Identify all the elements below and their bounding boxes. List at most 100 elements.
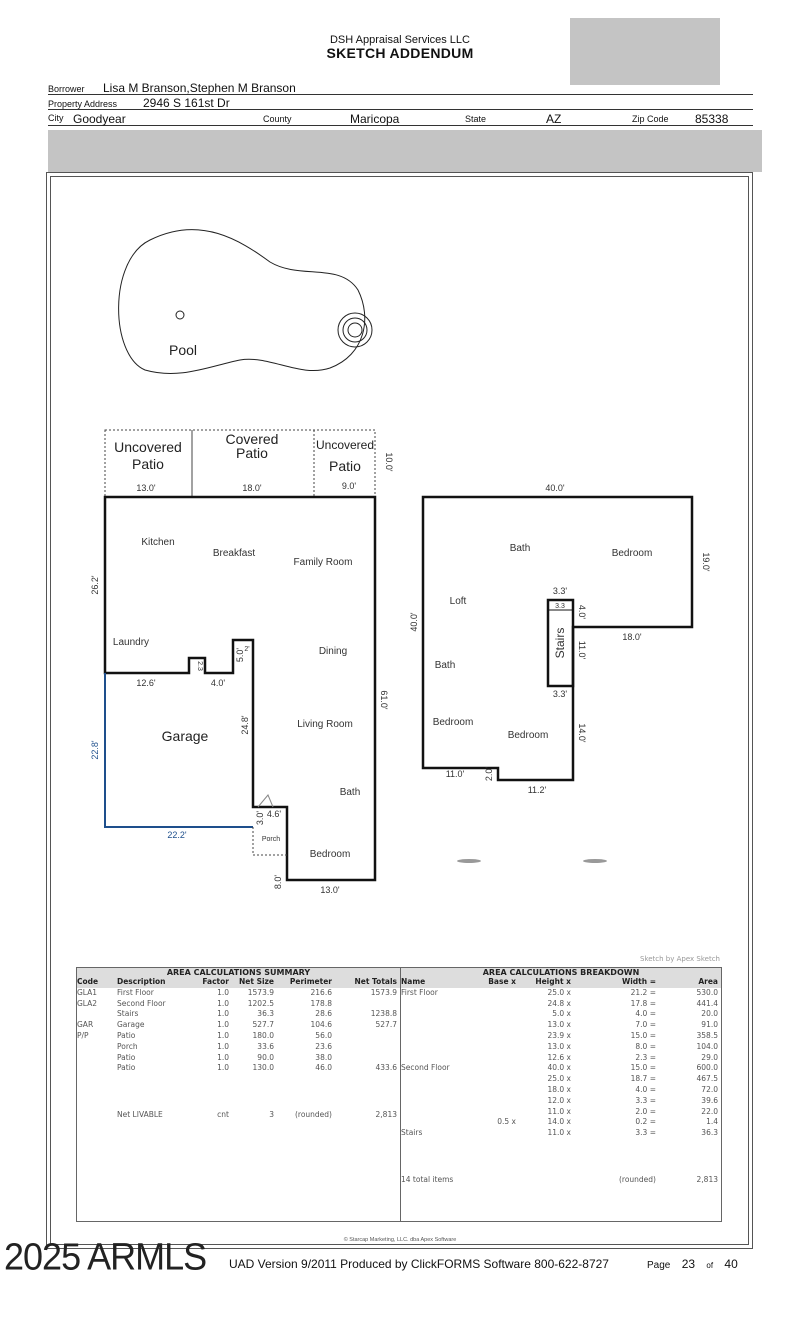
table-cell: 527.7 — [375, 1020, 397, 1030]
table-cell: Patio — [117, 1063, 136, 1073]
smudge-mark — [457, 859, 481, 863]
table-cell: 23.6 — [315, 1041, 332, 1051]
table-cell: Garage — [117, 1020, 145, 1030]
dimension-label: 8.0' — [273, 875, 283, 890]
table-cell: 91.0 — [701, 1020, 718, 1030]
borrower-value: Lisa M Branson,Stephen M Branson — [103, 81, 296, 95]
table-cell: 14 total items — [401, 1174, 454, 1184]
room-label: Bedroom — [508, 730, 549, 741]
table-cell: Second Floor — [401, 1063, 450, 1073]
table-cell: Net LIVABLE — [117, 1110, 163, 1120]
table-cell: 130.0 — [252, 1063, 274, 1073]
table-cell — [332, 1031, 397, 1042]
page-current: 23 — [681, 1257, 696, 1271]
table-cell — [471, 1128, 516, 1139]
table-cell: 530.0 — [696, 987, 718, 997]
dimension-label: 18.0' — [622, 632, 642, 642]
table-cell: 18.0 x — [547, 1084, 571, 1094]
zip-value: 85338 — [695, 112, 729, 126]
table-cell: Porch — [117, 1041, 138, 1051]
table-cell: 13.0 x — [547, 1020, 571, 1030]
table-cell: 0.2 = — [635, 1117, 656, 1127]
table-cell — [77, 1053, 117, 1064]
table-cell: 1.0 — [217, 1052, 229, 1062]
table-cell: 0.5 x — [497, 1117, 516, 1127]
table-cell — [401, 1009, 471, 1020]
room-label: Bath — [340, 787, 361, 798]
table-cell: 7.0 = — [635, 1020, 656, 1030]
table-cell: 433.6 — [375, 1063, 397, 1073]
table-cell: 36.3 — [257, 1009, 274, 1019]
table-row: 13.0 x 7.0 = 91.0 — [401, 1020, 721, 1031]
table-cell: 12.0 x — [547, 1095, 571, 1105]
stairs-outline — [546, 598, 575, 688]
table-cell: 5.0 x — [552, 1009, 571, 1019]
table-cell: 4.0 = — [635, 1084, 656, 1094]
dimension-label: 3.3 — [555, 603, 565, 610]
dimension-label: 4.0' — [577, 605, 587, 620]
table-cell: GLA2 — [77, 998, 98, 1008]
table-cell: 1.0 — [217, 1030, 229, 1040]
table-cell: 40.0 x — [547, 1063, 571, 1073]
table-cell: (rounded) — [618, 1174, 656, 1184]
state-label: State — [465, 114, 487, 124]
table-cell — [77, 1063, 117, 1074]
table-cell: 1202.5 — [247, 998, 274, 1008]
page-title: SKETCH ADDENDUM — [326, 45, 474, 61]
table-cell: 25.0 x — [547, 1074, 571, 1084]
table-cell: 11.0 x — [547, 1128, 571, 1138]
second-floor-outline — [421, 495, 694, 782]
dimension-label: 4.6' — [267, 809, 282, 819]
table-cell: 25.0 x — [547, 987, 571, 997]
dimension-label: 3.0' — [255, 811, 265, 826]
room-label: Bedroom — [310, 849, 351, 860]
city-label: City — [48, 113, 64, 123]
table-cell: 13.0 x — [547, 1041, 571, 1051]
garage-outline — [104, 673, 253, 828]
address-label: Property Address — [48, 99, 118, 109]
dimension-label: 13.0' — [320, 885, 340, 895]
table-cell — [471, 1074, 516, 1085]
table-cell: 33.6 — [257, 1041, 274, 1051]
first-floor-outline — [103, 495, 377, 882]
table-cell — [401, 1107, 471, 1118]
table-cell: 104.0 — [696, 1041, 718, 1051]
table-cell: cnt — [217, 1110, 229, 1120]
table-cell: 1573.9 — [247, 987, 274, 997]
table-cell: 600.0 — [696, 1063, 718, 1073]
table-cell: 2,813 — [696, 1174, 718, 1184]
table-cell: 178.8 — [310, 998, 332, 1008]
table-cell: 1.0 — [217, 1041, 229, 1051]
table-cell: 24.8 x — [547, 998, 571, 1008]
room-label: Kitchen — [141, 537, 174, 548]
table-cell: Code — [77, 977, 99, 986]
dimension-label: 11.2' — [528, 785, 547, 795]
room-label: Bedroom — [612, 548, 653, 559]
patio-label: Patio — [132, 456, 164, 472]
table-cell: 3.3 = — [635, 1095, 656, 1105]
dimension-label: 2' — [244, 646, 249, 653]
table-cell — [77, 1110, 117, 1121]
dimension-label: 22.2' — [167, 830, 187, 840]
dimension-label: 3.3' — [553, 586, 568, 596]
table-cell: GAR — [77, 1020, 94, 1030]
table-cell — [401, 1031, 471, 1042]
table-cell: 527.7 — [252, 1020, 274, 1030]
room-label: Laundry — [113, 637, 149, 648]
table-cell: 23.9 x — [547, 1030, 571, 1040]
table-cell: 104.6 — [310, 1020, 332, 1030]
room-label: Porch — [262, 836, 280, 843]
room-label: Stairs — [553, 628, 567, 659]
dimension-label: 2.0' — [484, 767, 494, 782]
breakdown-title: AREA CALCULATIONS BREAKDOWN — [401, 968, 721, 977]
